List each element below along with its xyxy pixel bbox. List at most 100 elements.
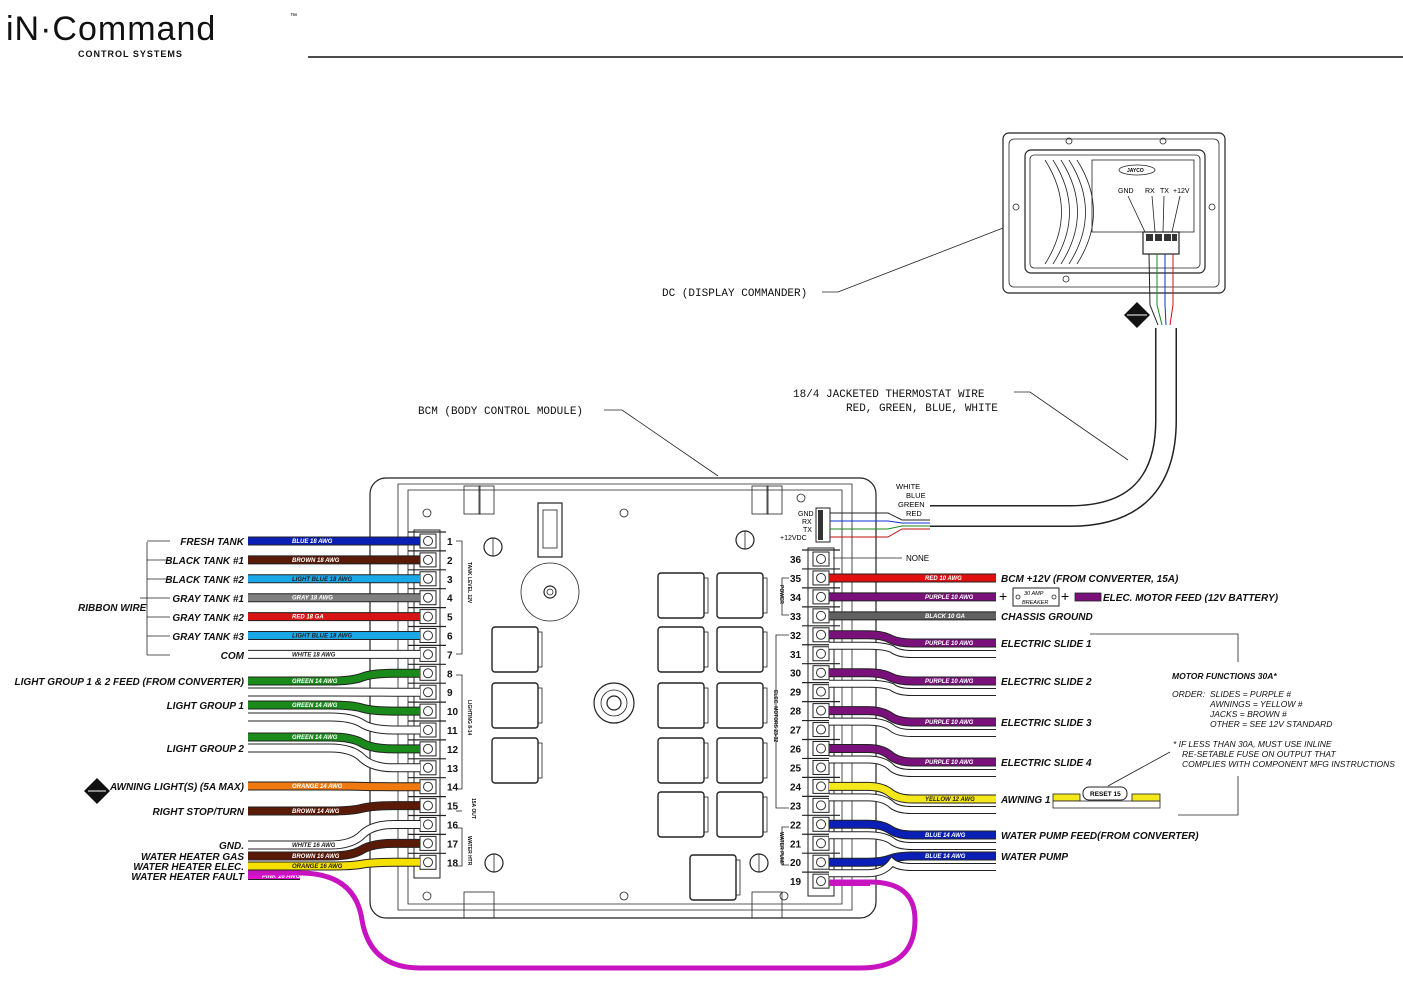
right-pin-number: 20	[790, 858, 802, 869]
logo-brand: iN·Command	[6, 10, 216, 48]
relay	[716, 626, 768, 673]
group-water-heater: WATER HTR	[466, 836, 472, 866]
wire: ORANGE 14 AWG	[248, 781, 420, 792]
left-wire-label: BLACK TANK #1	[165, 556, 244, 567]
left-pin-number: 3	[447, 575, 453, 586]
wire: WHITE 16 AWG	[248, 820, 420, 850]
left-pin-number: 7	[447, 650, 453, 661]
thermostat-wire-label-line1: 18/4 JACKETED THERMOSTAT WIRE	[793, 389, 985, 401]
wire-gauge-label: ORANGE 14 AWG	[292, 784, 343, 790]
left-pin-number: 14	[447, 783, 459, 794]
wire: RED 18 GA	[248, 612, 420, 622]
relay	[657, 626, 709, 673]
wire-gauge-label: PURPLE 10 AWG	[925, 595, 974, 601]
wire: GREEN 14 AWG	[248, 668, 420, 686]
terminal-screw: 15	[408, 795, 459, 814]
right-pin-number: 33	[790, 612, 802, 623]
terminal-screw: 12	[408, 739, 459, 757]
right-pin-number: 34	[790, 593, 802, 604]
motor-note-line-3: JACKS = BROWN #	[1209, 709, 1287, 719]
wire-gauge-label: BLUE 14 AWG	[925, 833, 966, 839]
motor-note-line-4: OTHER = SEE 12V STANDARD	[1210, 719, 1332, 729]
left-wire-label: GND.	[219, 841, 244, 852]
awning-reset-fuse: RESET 15	[1052, 786, 1161, 809]
relay	[716, 737, 768, 784]
thermostat-wire-label-line2: RED, GREEN, BLUE, WHITE	[846, 403, 998, 415]
wire-gauge-label: PURPLE 10 AWG	[925, 641, 974, 647]
wire: BROWN 18 AWG	[248, 555, 420, 565]
wire: BLUE 14 AWG	[829, 851, 996, 878]
wire-gauge-label: BROWN 14 AWG	[292, 809, 340, 815]
right-pin-number: 32	[790, 631, 802, 642]
bcm-pin-tx: TX	[803, 527, 812, 534]
wire-gauge-label: PURPLE 10 AWG	[925, 760, 974, 766]
terminal-screw: 5	[408, 606, 453, 625]
group-awning-light: 15A OUT	[470, 798, 476, 819]
relay-bank	[491, 572, 768, 901]
wire: BROWN 16 AWG	[248, 838, 420, 861]
right-wire-label: WATER PUMP FEED(FROM CONVERTER)	[1001, 831, 1199, 842]
right-pin-number: 28	[790, 707, 802, 718]
right-pin-number: 29	[790, 688, 802, 699]
logo-trademark: ™	[290, 13, 297, 20]
wire: RED 10 AWG	[829, 573, 996, 583]
terminal-screw: 18	[408, 852, 459, 870]
dc-cable-wires	[1148, 253, 1174, 326]
left-wire-label: BLACK TANK #2	[165, 575, 244, 586]
left-wire-label: COM	[221, 651, 245, 662]
terminal-screw: 21	[790, 833, 840, 851]
wire	[248, 712, 420, 735]
right-wire-label: ELECTRIC SLIDE 4	[1001, 758, 1092, 769]
motor-functions-note: MOTOR FUNCTIONS 30A* ORDER: SLIDES = PUR…	[1090, 633, 1395, 816]
motor-note-line-2: AWNINGS = YELLOW #	[1209, 699, 1303, 709]
svg-text:+: +	[1061, 588, 1069, 604]
terminal-screw: 2	[408, 550, 453, 568]
group-water-pump: WATER PUMP	[778, 832, 784, 866]
right-wire-labels: BCM +12V (FROM CONVERTER, 15A)ELEC. MOTO…	[1000, 574, 1279, 863]
dc-pin-gnd: GND	[1118, 188, 1134, 195]
left-wire-label: FRESH TANK	[180, 537, 244, 548]
relay	[716, 682, 768, 729]
motor-note-line-1: SLIDES = PURPLE #	[1210, 689, 1291, 699]
wire-gauge-label: YELLOW 12 AWG	[925, 797, 975, 803]
wire: ORANGE 16 AWG	[248, 857, 420, 871]
ribbon-wire-label: RIBBON WIRE	[78, 603, 147, 614]
cable-color-blue: BLUE	[906, 491, 926, 500]
logo: iN·Command ™ CONTROL SYSTEMS	[6, 10, 297, 59]
left-pin-number: 16	[447, 821, 459, 832]
cable-color-green: GREEN	[898, 500, 925, 509]
left-wire-label: AWNING LIGHT(S) (5A MAX)	[109, 782, 245, 793]
terminal-screw: 3	[408, 569, 453, 587]
breaker-line1: 30 AMP	[1024, 591, 1044, 597]
left-pin-number: 10	[447, 707, 459, 718]
terminal-screw: 7	[408, 644, 453, 662]
display-commander: JAYCO GND RX TX +12V	[1002, 132, 1226, 294]
wire-gauge-label: GRAY 18 AWG	[292, 596, 333, 602]
svg-text:+: +	[999, 588, 1007, 604]
right-pin-number: 22	[790, 820, 802, 831]
motor-note-order: ORDER:	[1172, 689, 1206, 699]
cable-color-red: RED	[906, 509, 922, 518]
terminal-screw: 24	[790, 776, 840, 794]
cable-color-labels: WHITE BLUE GREEN RED	[896, 482, 926, 518]
relay	[657, 572, 709, 619]
reset-fuse-label: RESET 15	[1090, 791, 1121, 798]
bcm-label: BCM (BODY CONTROL MODULE)	[418, 406, 583, 418]
ribbon-wire-bracket: RIBBON WIRE	[78, 542, 148, 655]
right-pin-number: 35	[790, 574, 802, 585]
terminal-screw: 34	[790, 587, 840, 605]
motor-footnote-2: RE-SETABLE FUSE ON OUTPUT THAT	[1182, 749, 1336, 759]
left-pin-number: 5	[447, 613, 453, 624]
dc-pin-tx: TX	[1160, 188, 1169, 195]
dc-pin-rx: RX	[1145, 188, 1155, 195]
awning-light-diamond-icon	[84, 778, 110, 804]
bcm-module	[369, 477, 877, 919]
motor-footnote-1: * IF LESS THAN 30A, MUST USE INLINE	[1173, 739, 1332, 749]
right-wire-label: CHASSIS GROUND	[1001, 612, 1093, 623]
wire-gauge-label: RED 18 GA	[292, 615, 324, 621]
wire: BLUE 18 AWG	[248, 536, 420, 546]
wire-gauge-label: LIGHT BLUE 18 AWG	[292, 577, 352, 583]
left-wire-label: LIGHT GROUP 2	[167, 744, 245, 755]
